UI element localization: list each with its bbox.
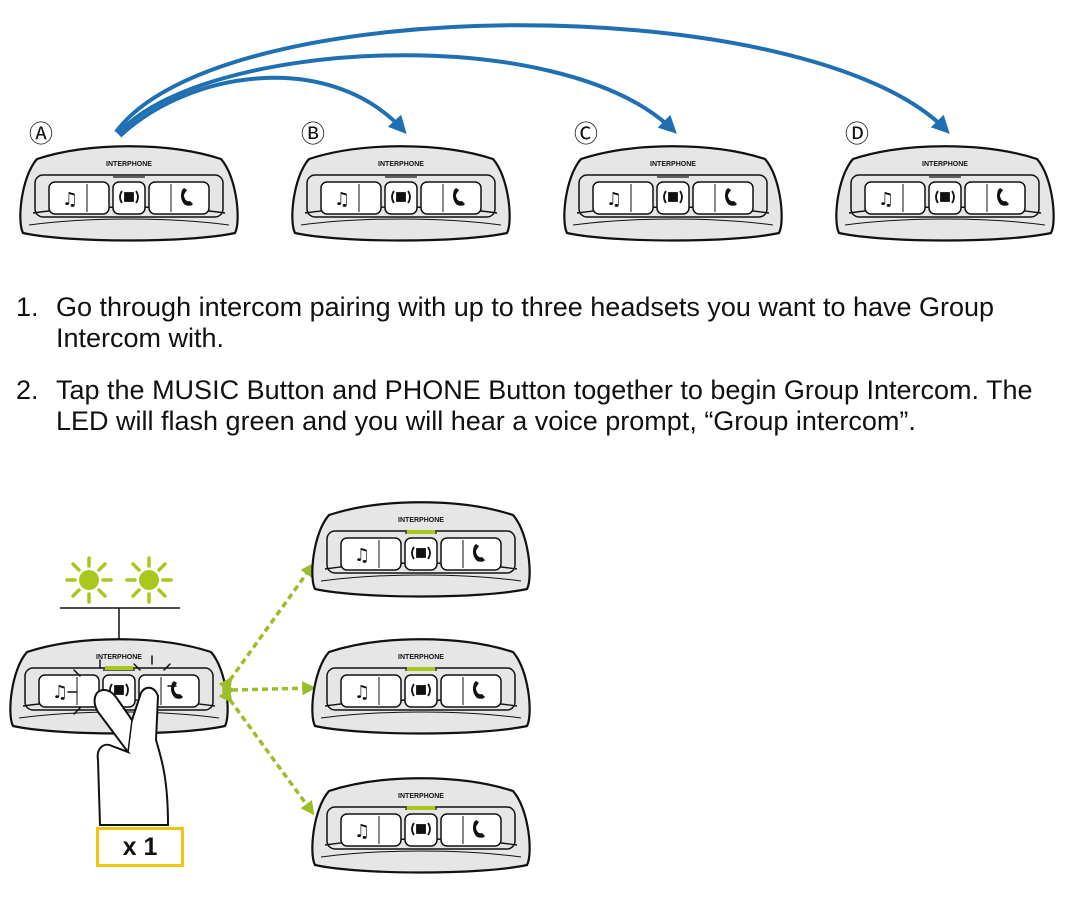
instruction-steps: 1. Go through intercom pairing with up t… bbox=[16, 292, 1056, 437]
step-1: 1. Go through intercom pairing with up t… bbox=[16, 292, 1056, 354]
pairing-arrow-to-c bbox=[116, 53, 677, 136]
brand-logo: INTERPHONE bbox=[650, 161, 696, 168]
pairing-arrows bbox=[114, 23, 950, 138]
headset-d: INTERPHONE bbox=[835, 145, 1055, 242]
headset-label-c: Ⓒ bbox=[574, 120, 598, 148]
headset-group-3: INTERPHONE bbox=[311, 777, 531, 874]
headset-b: INTERPHONE bbox=[291, 145, 511, 242]
led-flash-icon bbox=[125, 556, 173, 604]
headset-label-d: Ⓓ bbox=[845, 120, 869, 148]
step-number: 2. bbox=[16, 375, 39, 405]
press-count-label: x 1 bbox=[122, 832, 158, 861]
step-text: Tap the MUSIC Button and PHONE Button to… bbox=[56, 375, 1033, 436]
brand-logo: INTERPHONE bbox=[378, 161, 424, 168]
headset-group-1: INTERPHONE bbox=[311, 501, 531, 598]
headset-a: INTERPHONE bbox=[19, 145, 239, 242]
led-flash-icon bbox=[65, 556, 113, 604]
link-arrow-top bbox=[218, 562, 315, 693]
pairing-arrow-to-d bbox=[114, 23, 950, 134]
brand-logo: INTERPHONE bbox=[922, 161, 968, 168]
step-number: 1. bbox=[16, 292, 39, 322]
brand-logo: INTERPHONE bbox=[398, 793, 444, 800]
press-count-badge: x 1 bbox=[96, 827, 184, 867]
group-link-arrows bbox=[218, 562, 317, 816]
link-arrow-bottom bbox=[218, 687, 315, 816]
brand-logo: INTERPHONE bbox=[96, 654, 142, 661]
brand-logo: INTERPHONE bbox=[106, 161, 152, 168]
pairing-arrow-to-b bbox=[118, 75, 407, 138]
step-text: Go through intercom pairing with up to t… bbox=[56, 292, 995, 353]
headset-label-b: Ⓑ bbox=[301, 120, 325, 148]
step-2: 2. Tap the MUSIC Button and PHONE Button… bbox=[16, 375, 1056, 437]
hand-icon bbox=[67, 655, 177, 826]
brand-logo: INTERPHONE bbox=[398, 654, 444, 661]
brand-logo: INTERPHONE bbox=[398, 517, 444, 524]
headset-c: INTERPHONE bbox=[563, 145, 783, 242]
headset-main: INTERPHONE bbox=[9, 638, 229, 735]
headset-group-2: INTERPHONE bbox=[311, 638, 531, 735]
link-arrow-middle bbox=[222, 681, 317, 698]
headset-label-a: Ⓐ bbox=[29, 120, 53, 148]
